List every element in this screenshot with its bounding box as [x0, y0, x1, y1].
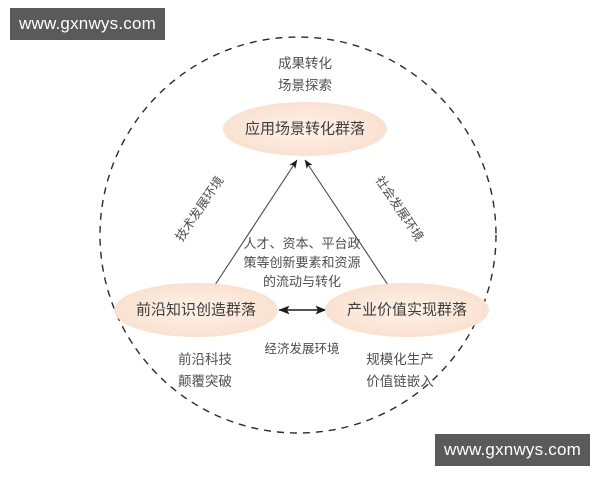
annotation-right-line1: 规模化生产: [366, 352, 434, 367]
edge-label-bottom-economy: 经济发展环境: [264, 341, 339, 356]
edge-label-left-technology: 技术发展环境: [172, 173, 226, 244]
node-top-label: 应用场景转化群落: [245, 120, 365, 138]
annotation-top-line1: 成果转化: [278, 56, 332, 71]
arrow-right-to-top: [304, 159, 391, 289]
watermark-top: www.gxnwys.com: [10, 8, 165, 40]
edge-label-right-society: 社会发展环境: [373, 173, 427, 244]
node-left-label: 前沿知识创造群落: [136, 302, 256, 319]
outer-boundary-circle: [99, 36, 497, 434]
node-left-knowledge-creation[interactable]: [114, 283, 278, 337]
center-note-line2: 策等创新要素和资源: [243, 255, 360, 270]
arrow-left-to-top: [212, 159, 298, 289]
annotation-top-line2: 场景探索: [278, 78, 332, 93]
center-note-line1: 人才、资本、平台政: [243, 236, 360, 251]
node-right-label: 产业价值实现群落: [347, 302, 467, 319]
node-top-application-scenario[interactable]: [223, 102, 387, 156]
annotation-right-line2: 价值链嵌入: [366, 374, 434, 389]
annotation-left-line2: 颠覆突破: [178, 374, 232, 389]
node-right-industrial-value[interactable]: [325, 283, 489, 337]
annotation-left-line1: 前沿科技: [178, 351, 232, 367]
center-note-line3: 的流动与转化: [263, 274, 341, 289]
watermark-bottom: www.gxnwys.com: [435, 434, 590, 466]
